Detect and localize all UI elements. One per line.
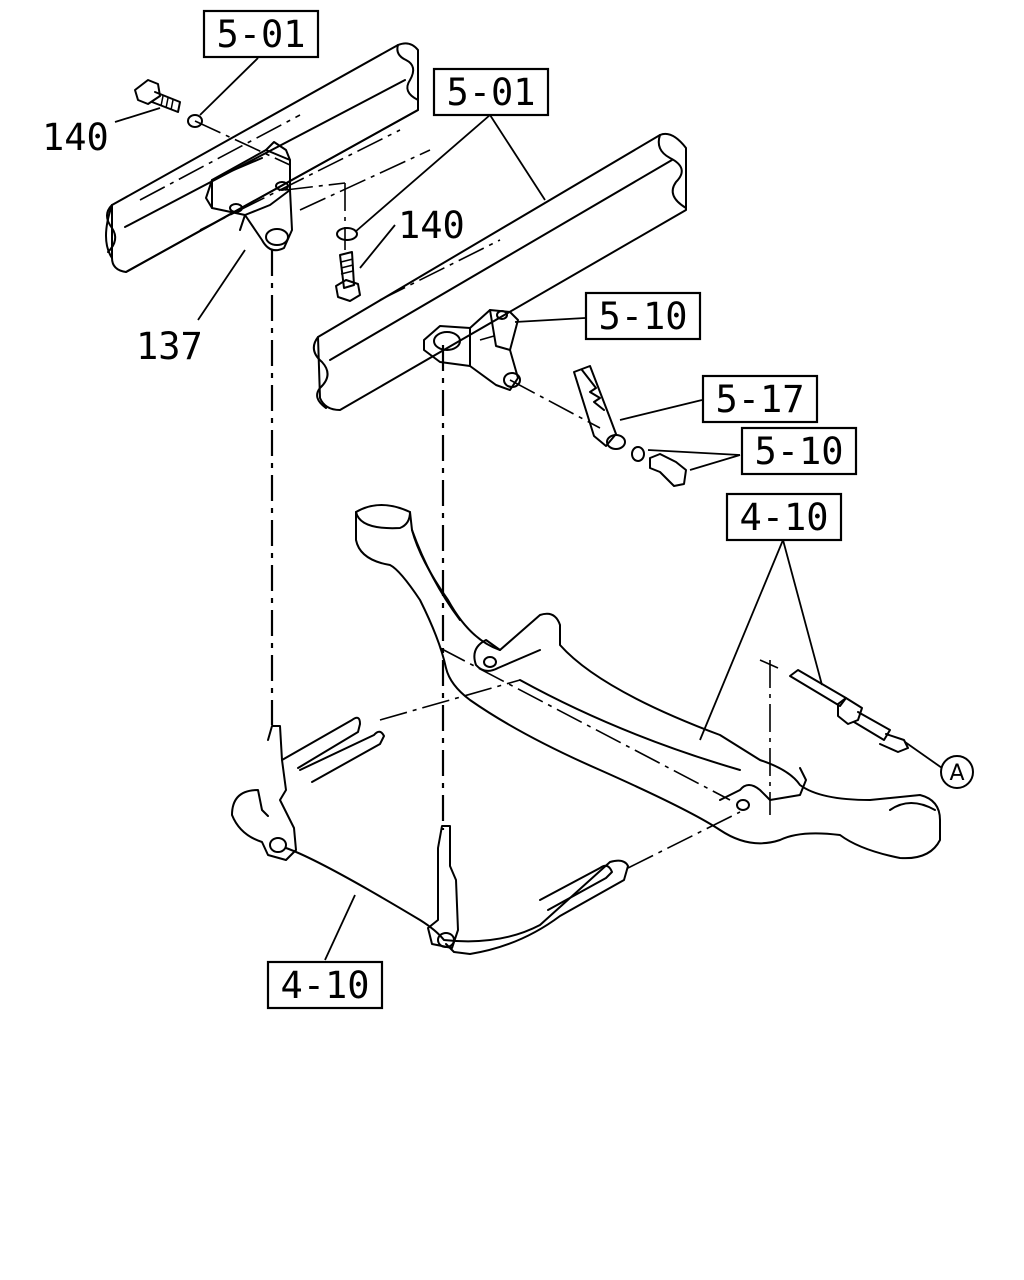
callout-text: 4-10 xyxy=(280,964,369,1007)
callout-4-10-bottom: 4-10 xyxy=(266,960,384,1010)
king-pin xyxy=(789,669,909,753)
callout-4-10-right: 4-10 xyxy=(725,492,843,542)
callout-text: 5-10 xyxy=(754,430,843,473)
callout-text: 5-01 xyxy=(446,71,535,114)
callout-text: 5-17 xyxy=(715,378,804,421)
callout-5-01-top: 5-01 xyxy=(202,9,320,59)
alignment-lines xyxy=(139,114,779,869)
part-number-140-right: 140 xyxy=(398,204,465,247)
front-axle-beam xyxy=(355,504,941,860)
bolt-140-right xyxy=(335,227,361,302)
frame-rail-middle xyxy=(312,132,687,411)
marker-letter: A xyxy=(949,761,964,786)
callout-text: 5-01 xyxy=(216,13,305,56)
callout-5-01-mid: 5-01 xyxy=(432,67,550,117)
leader-lines xyxy=(114,57,943,961)
stabilizer-bar xyxy=(231,716,629,955)
callout-5-10-a: 5-10 xyxy=(584,291,702,341)
spring-mount-bracket xyxy=(423,309,521,391)
callout-text: 5-10 xyxy=(598,295,687,338)
part-number-137: 137 xyxy=(136,325,203,368)
frame-rail-upper xyxy=(105,42,419,273)
callout-5-17: 5-17 xyxy=(701,374,819,424)
shackle-5-17 xyxy=(573,365,687,487)
part-number-140-left: 140 xyxy=(42,116,109,159)
bracket-137 xyxy=(205,141,293,252)
reference-marker-a: A xyxy=(940,755,974,789)
callout-5-10-b: 5-10 xyxy=(740,426,858,476)
callout-text: 4-10 xyxy=(739,496,828,539)
bolt-140-left xyxy=(134,79,203,128)
